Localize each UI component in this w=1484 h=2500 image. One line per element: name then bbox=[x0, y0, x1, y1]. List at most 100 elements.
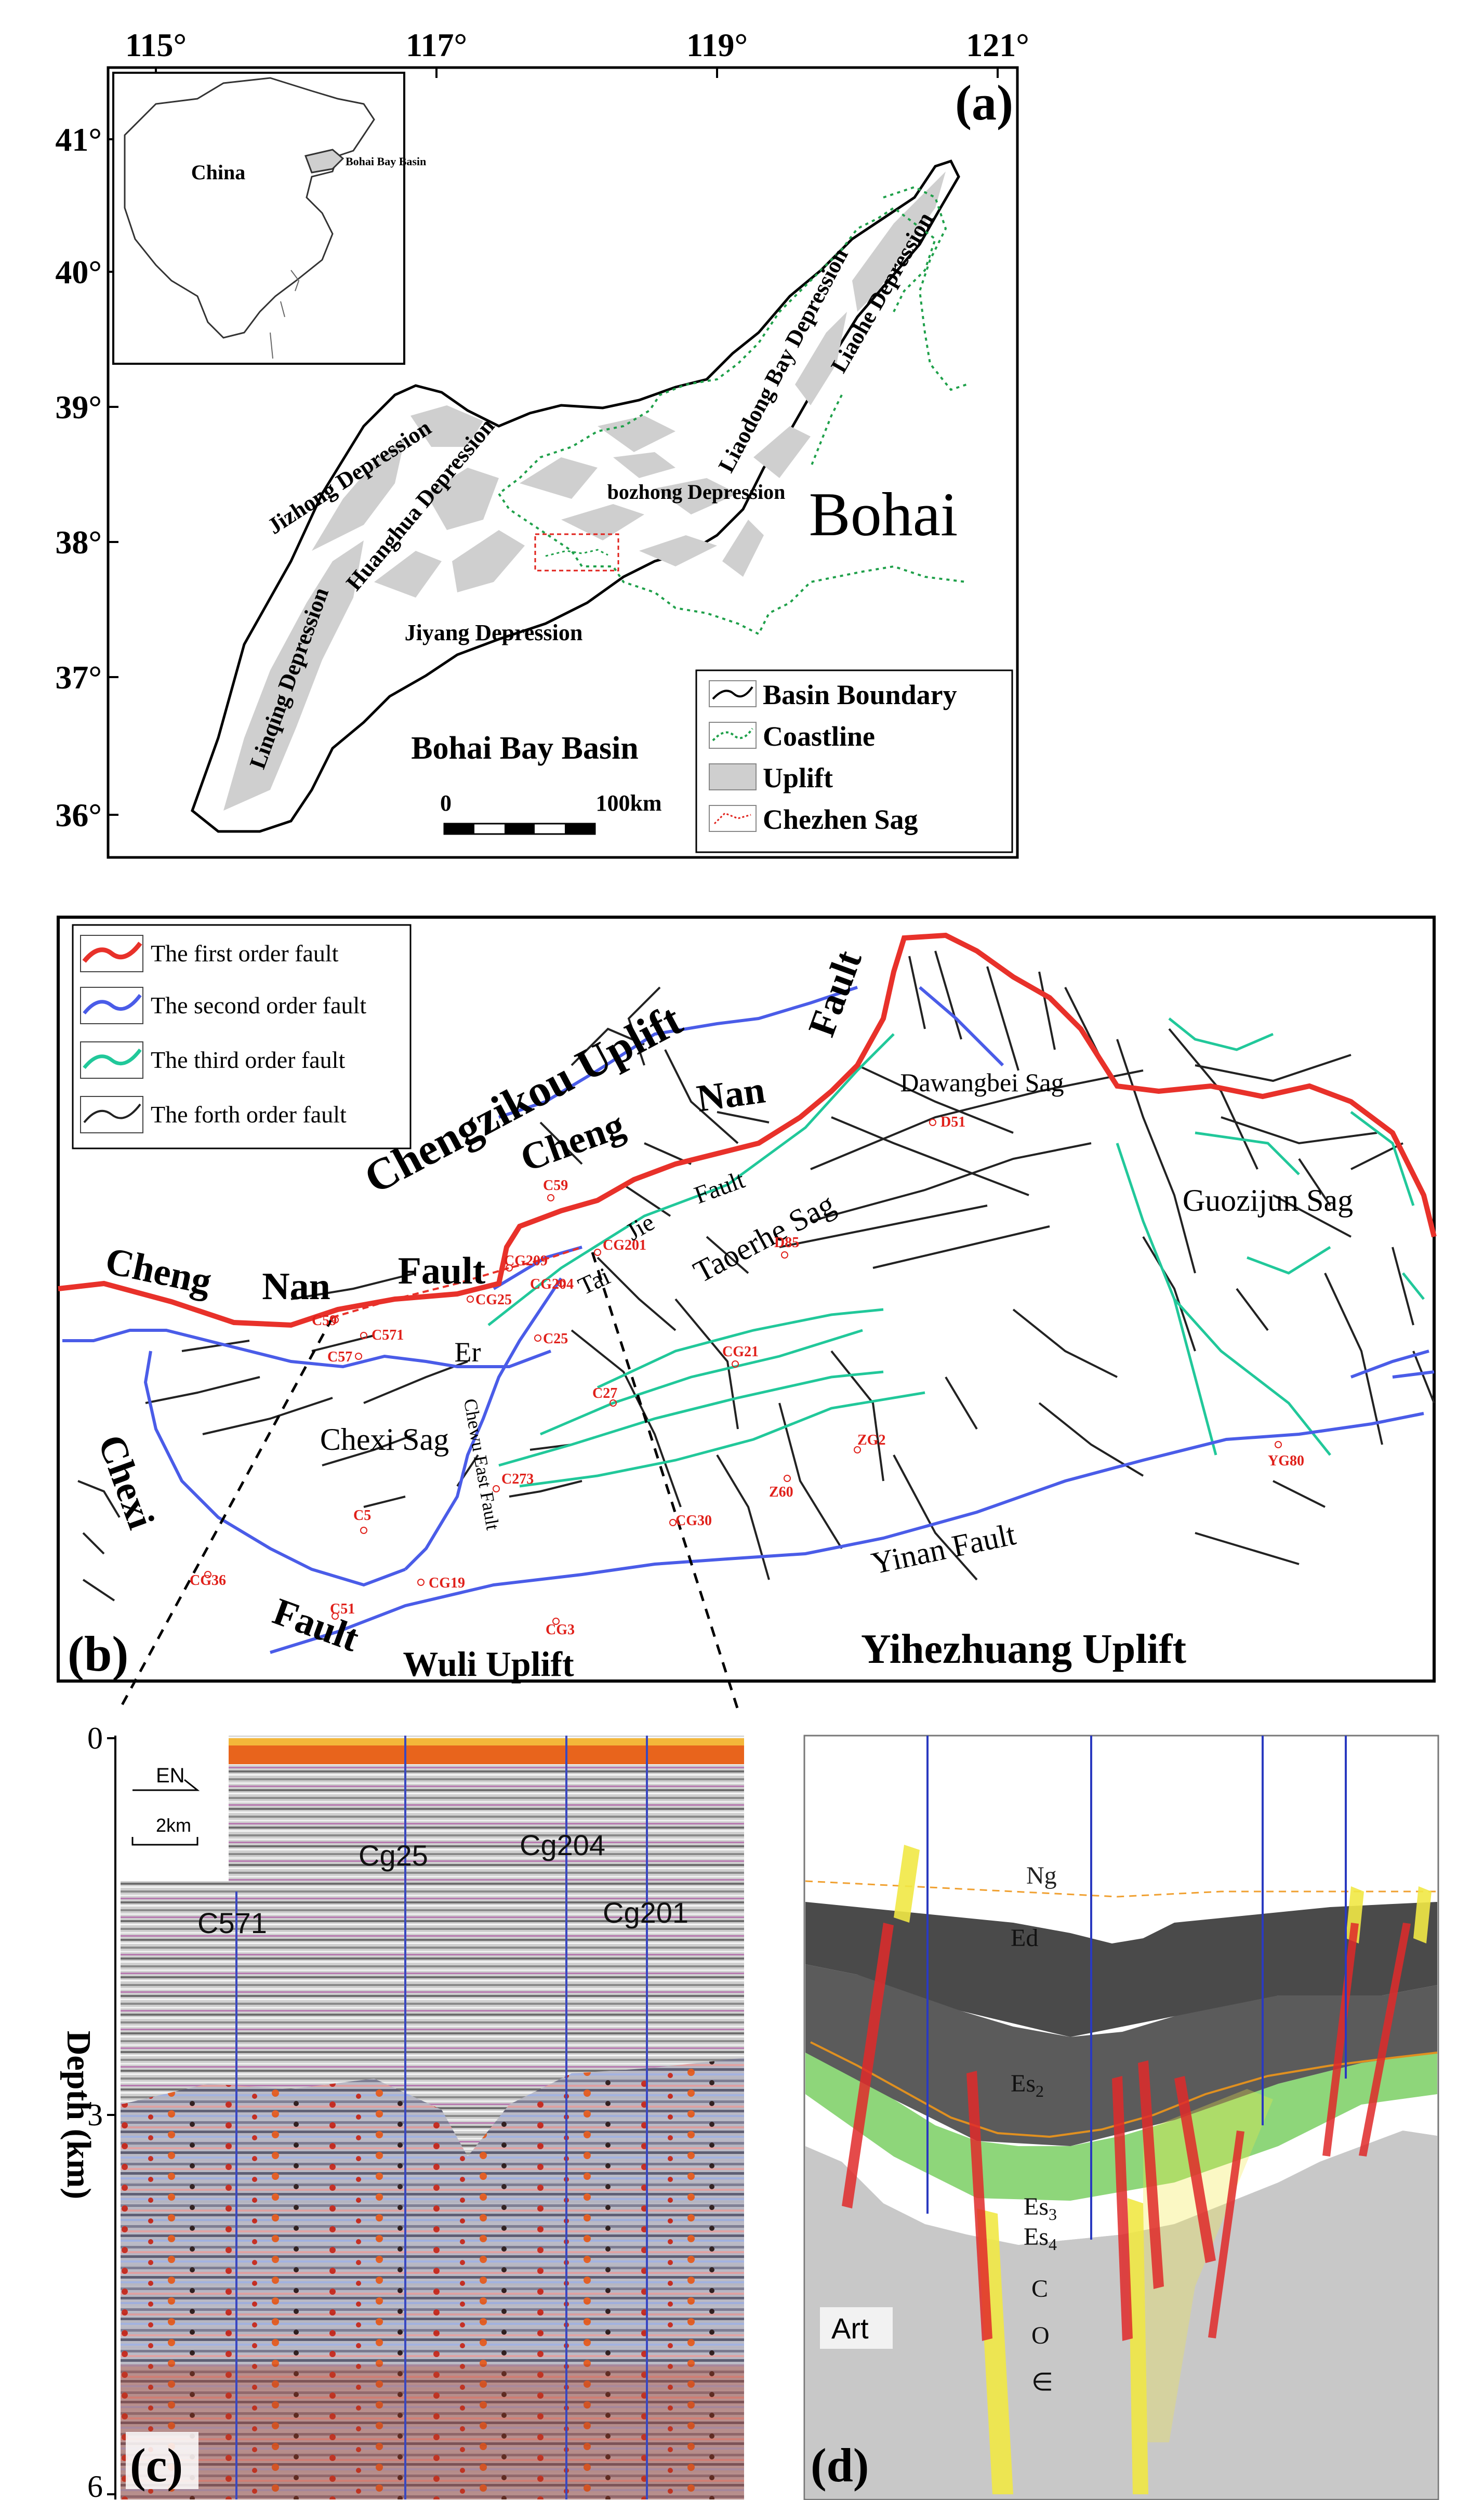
svg-text:C59: C59 bbox=[543, 1178, 568, 1194]
svg-text:C27: C27 bbox=[592, 1385, 617, 1401]
well: YG80 bbox=[1268, 1441, 1304, 1469]
third-order-faults bbox=[487, 1017, 1425, 1488]
lat-tick: 39° bbox=[55, 389, 102, 426]
well: C59 bbox=[543, 1178, 568, 1201]
legend-a-item: Chezhen Sag bbox=[763, 804, 918, 835]
well: CG25 bbox=[467, 1292, 512, 1308]
panel-a: 115° 117° 119° 121° 41° 40° 39° 38° 37° … bbox=[55, 27, 1029, 859]
section-line-red bbox=[332, 1246, 582, 1318]
well: CG201 bbox=[594, 1237, 646, 1256]
seismic-bottom bbox=[121, 2364, 744, 2499]
svg-text:C5: C5 bbox=[353, 1507, 371, 1524]
well: D51 bbox=[929, 1114, 965, 1130]
layer-label: Es3 bbox=[1024, 2193, 1057, 2224]
lon-ticks: 115° 117° 119° 121° bbox=[125, 27, 1029, 63]
chezhen-sag-box bbox=[534, 533, 619, 572]
svg-text:C25: C25 bbox=[543, 1331, 568, 1347]
well: C25 bbox=[534, 1331, 568, 1347]
seismic-lower bbox=[121, 2058, 744, 2499]
wuli-label: Wuli Uplift bbox=[403, 1644, 574, 1684]
layer-label: C bbox=[1031, 2275, 1048, 2303]
lat-tick: 37° bbox=[55, 659, 102, 696]
well: CG209 bbox=[504, 1253, 548, 1272]
chexi-sag-label: Chexi Sag bbox=[320, 1422, 449, 1457]
legend-b-item: The second order fault bbox=[151, 992, 366, 1018]
svg-text:CG25: CG25 bbox=[475, 1292, 512, 1308]
scale-start: 0 bbox=[440, 790, 452, 816]
svg-text:D85: D85 bbox=[774, 1235, 799, 1251]
inset-islands bbox=[270, 270, 300, 359]
well: C5 bbox=[353, 1507, 371, 1534]
svg-text:Z60: Z60 bbox=[769, 1484, 793, 1500]
section-projection-lines bbox=[118, 1252, 739, 1711]
well: C571 bbox=[360, 1327, 404, 1343]
fault-label: Fault bbox=[398, 1250, 486, 1292]
depth-axis-label: Depth (km) bbox=[60, 2031, 98, 2200]
art-label: Art bbox=[831, 2312, 869, 2345]
seismic-well-labels: C571 Cg25 Cg204 Cg201 bbox=[197, 1829, 688, 1939]
well: ZG2 bbox=[854, 1432, 885, 1453]
svg-text:CG30: CG30 bbox=[675, 1513, 712, 1529]
panel-d: Ng Ed Es2 Es3 Es4 C O ∈ Art (d) bbox=[803, 1735, 1439, 2500]
svg-text:CG3: CG3 bbox=[546, 1622, 575, 1638]
fourth-order-faults bbox=[77, 950, 1435, 1602]
lat-ticks: 41° 40° 39° 38° 37° 36° bbox=[55, 121, 102, 834]
lat-tick: 41° bbox=[55, 121, 102, 158]
lat-tick: 36° bbox=[55, 797, 102, 834]
layer-label: ∈ bbox=[1031, 2369, 1053, 2396]
nan-label: Nan bbox=[694, 1068, 768, 1120]
well: CG19 bbox=[417, 1575, 465, 1591]
panel-b-label: (b) bbox=[68, 1626, 128, 1682]
svg-text:C571: C571 bbox=[372, 1327, 404, 1343]
svg-text:CG201: CG201 bbox=[603, 1237, 646, 1253]
dawangbei-label: Dawangbei Sag bbox=[900, 1068, 1064, 1097]
well: CG204 bbox=[530, 1276, 574, 1292]
art-box bbox=[820, 2307, 893, 2349]
bohai-label: Bohai bbox=[809, 480, 958, 549]
well-label: C571 bbox=[197, 1907, 267, 1939]
well: C273 bbox=[493, 1471, 534, 1492]
nan-label: Nan bbox=[262, 1265, 330, 1308]
well: Z60 bbox=[769, 1475, 793, 1500]
panel-c: EN 2km C571 Cg25 Cg204 Cg201 0 3 6 Dept bbox=[60, 1721, 744, 2500]
well: CG30 bbox=[669, 1513, 712, 1529]
horizon-orange bbox=[810, 2041, 1438, 2138]
legend-a-item: Basin Boundary bbox=[763, 679, 957, 710]
svg-text:C273: C273 bbox=[501, 1471, 534, 1487]
panel-a-label: (a) bbox=[955, 75, 1013, 130]
wells: C59 CG209 CG201 C59 C571 C57 CG25 CG204 … bbox=[190, 1114, 1304, 1638]
compass-scale: EN 2km bbox=[131, 1764, 200, 1846]
layer-label: O bbox=[1031, 2322, 1050, 2349]
well: C27 bbox=[592, 1385, 617, 1407]
svg-text:CG36: CG36 bbox=[190, 1572, 226, 1589]
scale-label-c: 2km bbox=[156, 1815, 191, 1836]
second-order-faults bbox=[62, 986, 1435, 1654]
panel-c-label: (c) bbox=[130, 2439, 183, 2492]
seismic-wells bbox=[235, 1736, 648, 2499]
china-outline bbox=[124, 77, 375, 339]
uplift-areas bbox=[223, 171, 946, 811]
er-label: Er bbox=[455, 1337, 481, 1368]
well: CG21 bbox=[722, 1344, 759, 1368]
well: C57 bbox=[327, 1349, 362, 1365]
yihezhuang-label: Yihezhuang Uplift bbox=[861, 1626, 1186, 1672]
inset-frame bbox=[112, 72, 405, 365]
well: C59 bbox=[312, 1313, 339, 1329]
legend-b-item: The first order fault bbox=[151, 940, 339, 967]
layer-ed bbox=[805, 1902, 1437, 2037]
svg-text:C51: C51 bbox=[330, 1601, 355, 1617]
svg-text:C59: C59 bbox=[312, 1313, 337, 1329]
svg-text:YG80: YG80 bbox=[1268, 1453, 1304, 1469]
layer-es bbox=[805, 1964, 1437, 2146]
coastline bbox=[497, 206, 967, 636]
legend-b: The first order fault The second order f… bbox=[72, 924, 412, 1149]
compass-label: EN bbox=[156, 1764, 185, 1787]
legend-a: Basin Boundary Coastline Uplift Chezhen … bbox=[695, 669, 1013, 853]
layer-green bbox=[805, 2053, 1437, 2201]
svg-text:C57: C57 bbox=[327, 1349, 352, 1365]
depth-tick: 0 bbox=[87, 1721, 103, 1755]
legend-a-item: Uplift bbox=[763, 762, 833, 793]
well: CG36 bbox=[190, 1571, 226, 1589]
inset-basin-label: Bohai Bay Basin bbox=[346, 155, 426, 168]
